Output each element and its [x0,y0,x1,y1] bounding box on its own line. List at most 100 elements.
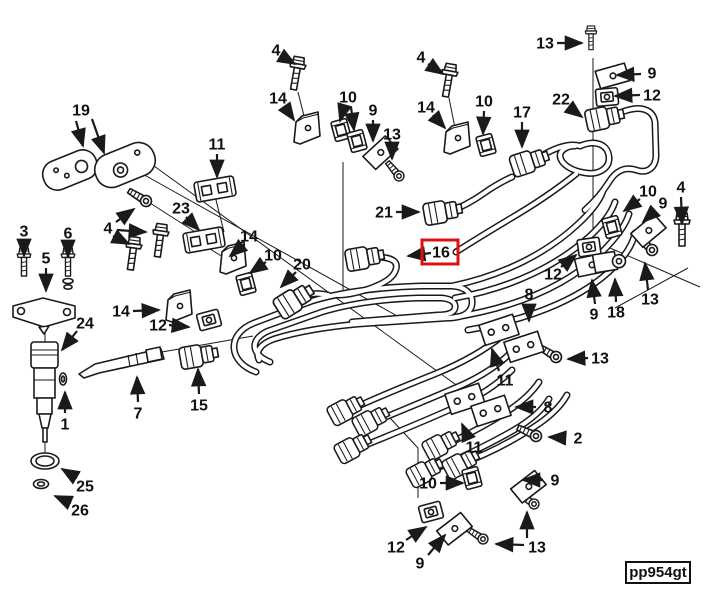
part-gusset-14 [293,111,321,145]
part-oring-1 [58,372,68,386]
highlight-box [420,238,460,266]
callout-label: 13 [641,292,659,309]
callout-label: 1 [61,417,70,434]
callout-arrow [566,350,589,366]
part-spacer-23 [181,225,227,255]
callout-arrow [406,246,432,262]
callout-arrow [60,468,81,485]
part-nut-under-6 [63,283,73,290]
part-bolt-4-horizontal [125,185,155,210]
callout-label: 4 [417,50,426,67]
callout-label: 4 [104,221,113,238]
part-clip-10 [600,214,624,240]
callout-label: 8 [525,287,534,304]
callout-label: 25 [76,479,94,496]
callout-label: 9 [551,473,560,490]
callout-label: 13 [536,36,554,53]
callout-arrow [563,100,584,119]
callout-label: 13 [383,127,401,144]
callout-label: 13 [591,351,609,368]
callout-label: 22 [552,92,570,109]
callout-label: 3 [20,224,29,241]
callout-arrow [427,533,447,556]
callout-arrow [277,101,296,122]
callout-arrow [639,261,655,291]
callout-label: 9 [590,307,599,324]
drawing-code-badge: pp954gt [625,561,691,584]
callout-label: 14 [269,91,287,108]
callout-label: 17 [513,105,531,122]
part-bolt-13 [382,158,407,184]
callout-arrow [190,367,207,395]
part-washer-26 [32,478,50,490]
callout-arrow [608,277,624,303]
callout-label: 12 [387,540,405,557]
callout-label: 12 [544,267,562,284]
callout-arrow [427,110,447,130]
callout-arrow [547,430,567,446]
part-bolt-13 [584,25,598,51]
callout-label: 4 [272,43,281,60]
callout-label: 9 [369,103,378,120]
callout-label: 14 [112,304,130,321]
callout-label: 10 [475,94,493,111]
part-clip-10 [345,128,369,154]
callout-arrow [673,196,690,226]
part-plate-9 [593,61,632,90]
callout-arrow [641,204,661,224]
callout-label: 9 [659,196,668,213]
callout-arrow [110,229,131,245]
callout-arrow [622,194,643,213]
callout-label: 10 [639,184,657,201]
part-nut-22 [583,102,627,134]
callout-label: 20 [293,257,311,274]
callout-label: 5 [42,251,51,268]
part-clip-10 [234,271,258,297]
callout-arrow [53,494,74,510]
callout-label: 10 [419,476,437,493]
callout-label: 14 [417,100,435,117]
callout-arrow [70,120,86,148]
callout-label: 2 [574,431,583,448]
part-gusset-14 [165,289,193,323]
callout-label: 11 [209,137,226,154]
callout-arrow [586,278,602,305]
part-injector-24 [30,341,59,443]
callout-label: 21 [375,205,393,222]
callout-label: 19 [72,103,90,120]
callout-label: 12 [643,88,661,105]
callout-arrow [90,118,106,155]
callout-arrow [132,302,161,319]
part-plate-9 [507,468,550,506]
callout-arrow [557,253,578,272]
part-gusset-14 [443,121,471,155]
part-bolt-4 [436,61,460,99]
part-clip-10 [474,132,498,158]
callout-arrow [613,87,641,104]
callout-arrow [279,269,299,289]
callout-label: 7 [134,406,143,423]
part-nut-12 [417,500,445,524]
callout-arrow [405,525,428,543]
part-seal-25 [30,452,60,470]
highlighted-callout-label: 16 [432,245,450,262]
callout-arrow [489,347,505,372]
callout-arrow [60,330,79,352]
part-nut-16 [343,242,387,273]
part-nut-15 [177,340,221,371]
callout-label: 23 [172,201,190,218]
callout-label: 10 [264,248,282,265]
callout-arrow [248,256,269,275]
part-clip-10 [460,465,484,491]
callout-label: 8 [544,400,553,417]
callout-arrow [168,317,191,333]
part-clamp-plate-5 [12,297,76,335]
callout-arrow [228,238,249,258]
callout-arrow [460,422,476,443]
part-bracket-19a [41,149,99,191]
part-injector-nut [332,428,376,466]
callout-label: 10 [339,90,357,107]
